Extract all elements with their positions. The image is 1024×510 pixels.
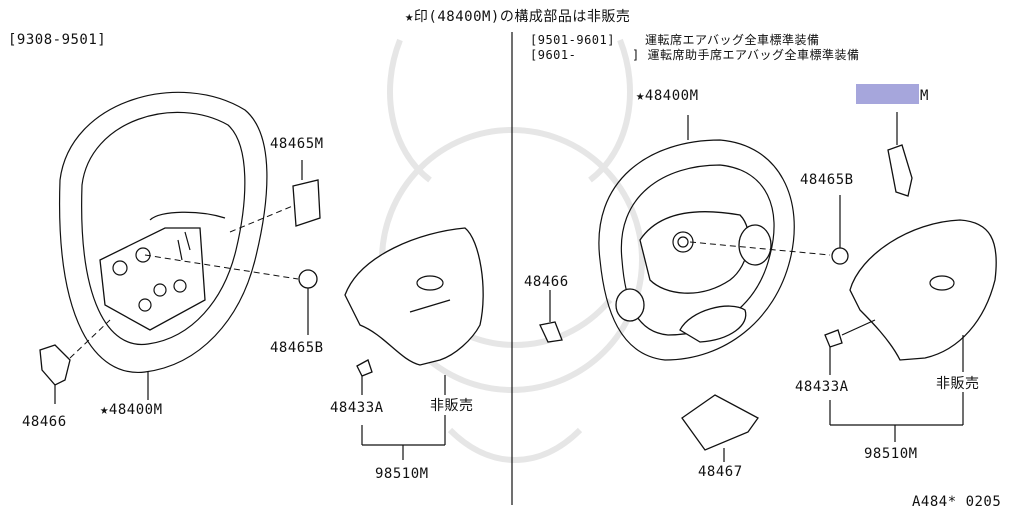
label-not-for-sale-left: 非販売 bbox=[430, 398, 474, 414]
left-period: [9308-9501] bbox=[8, 32, 107, 48]
footer-code: A484* 0205 bbox=[912, 494, 1002, 510]
left-part-48465M-shape bbox=[292, 179, 321, 227]
label-highlight-suffix: M bbox=[920, 88, 929, 104]
label-98510M-left: 98510M bbox=[375, 466, 429, 482]
highlight-box bbox=[856, 84, 919, 104]
left-part-48466-shape bbox=[39, 344, 71, 386]
left-part-48465B-shape bbox=[298, 269, 318, 289]
left-airbag-pad bbox=[344, 227, 484, 366]
label-48466-left: 48466 bbox=[22, 414, 67, 430]
header-note: ★印(48400M)の構成部品は非販売 bbox=[405, 9, 631, 25]
label-48433A-left: 48433A bbox=[330, 400, 384, 416]
right-period-2-note: ] 運転席助手席エアバッグ全車標準装備 bbox=[632, 48, 860, 62]
label-48466-right: 48466 bbox=[524, 274, 569, 290]
label-48433A-right: 48433A bbox=[795, 379, 849, 395]
right-airbag-pad bbox=[849, 219, 997, 361]
right-part-48466-shape bbox=[539, 321, 563, 343]
label-48400M-left: ★48400M bbox=[100, 402, 163, 418]
label-48465B-left: 48465B bbox=[270, 340, 324, 356]
label-98510M-right: 98510M bbox=[864, 446, 918, 462]
label-48467: 48467 bbox=[698, 464, 743, 480]
right-steering-wheel bbox=[598, 115, 795, 361]
label-48465M: 48465M bbox=[270, 136, 324, 152]
right-part-48465B-shape bbox=[831, 247, 849, 265]
label-48400M-right: ★48400M bbox=[636, 88, 699, 104]
label-not-for-sale-right: 非販売 bbox=[936, 376, 980, 392]
right-period-1-note: 運転席エアバッグ全車標準装備 bbox=[645, 33, 820, 47]
left-steering-wheel bbox=[58, 91, 268, 400]
label-48465B-right: 48465B bbox=[800, 172, 854, 188]
right-period-2: [9601- bbox=[530, 48, 577, 62]
right-part-upper-shape bbox=[887, 144, 913, 197]
right-part-48467-shape bbox=[681, 394, 759, 451]
right-period-1: [9501-9601] bbox=[530, 33, 615, 47]
